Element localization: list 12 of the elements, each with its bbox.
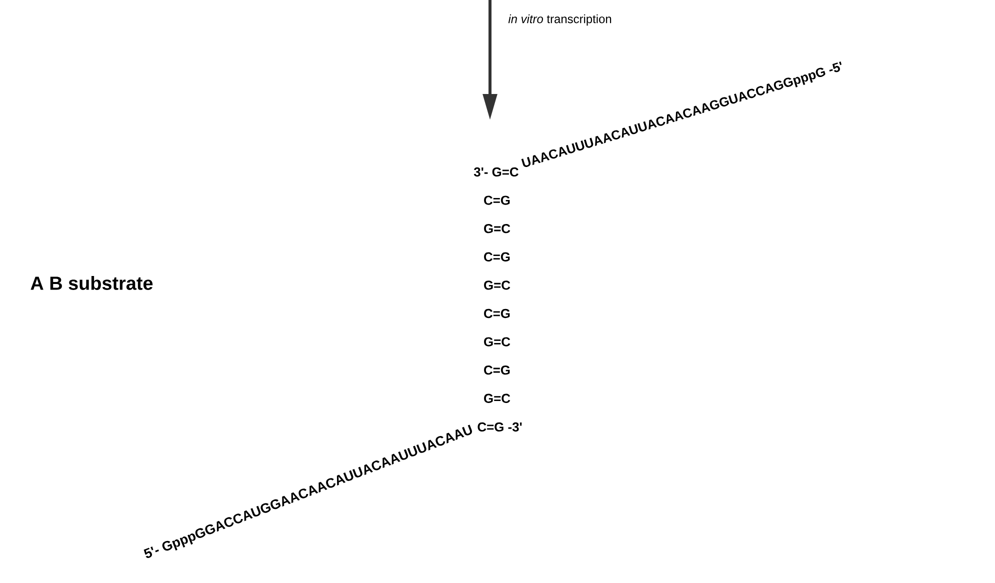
annotation-text: in vitro transcription <box>508 14 612 26</box>
base-pair-text: C=G <box>484 252 510 262</box>
base-pair-text: C=G -3' <box>478 422 522 432</box>
base-pair-text: C=G <box>484 308 510 318</box>
base-pair-text: C=G <box>484 366 510 375</box>
base-pair-text: G=C <box>484 394 510 403</box>
title-text: A B substrate <box>30 276 153 290</box>
base-pair-text: 3'- G=C <box>474 167 518 177</box>
base-pair-text: C=G <box>484 196 510 205</box>
base-pair-text: G=C <box>484 280 510 290</box>
base-pair-text: G=C <box>484 337 510 346</box>
base-pair-text: G=C <box>484 224 510 234</box>
